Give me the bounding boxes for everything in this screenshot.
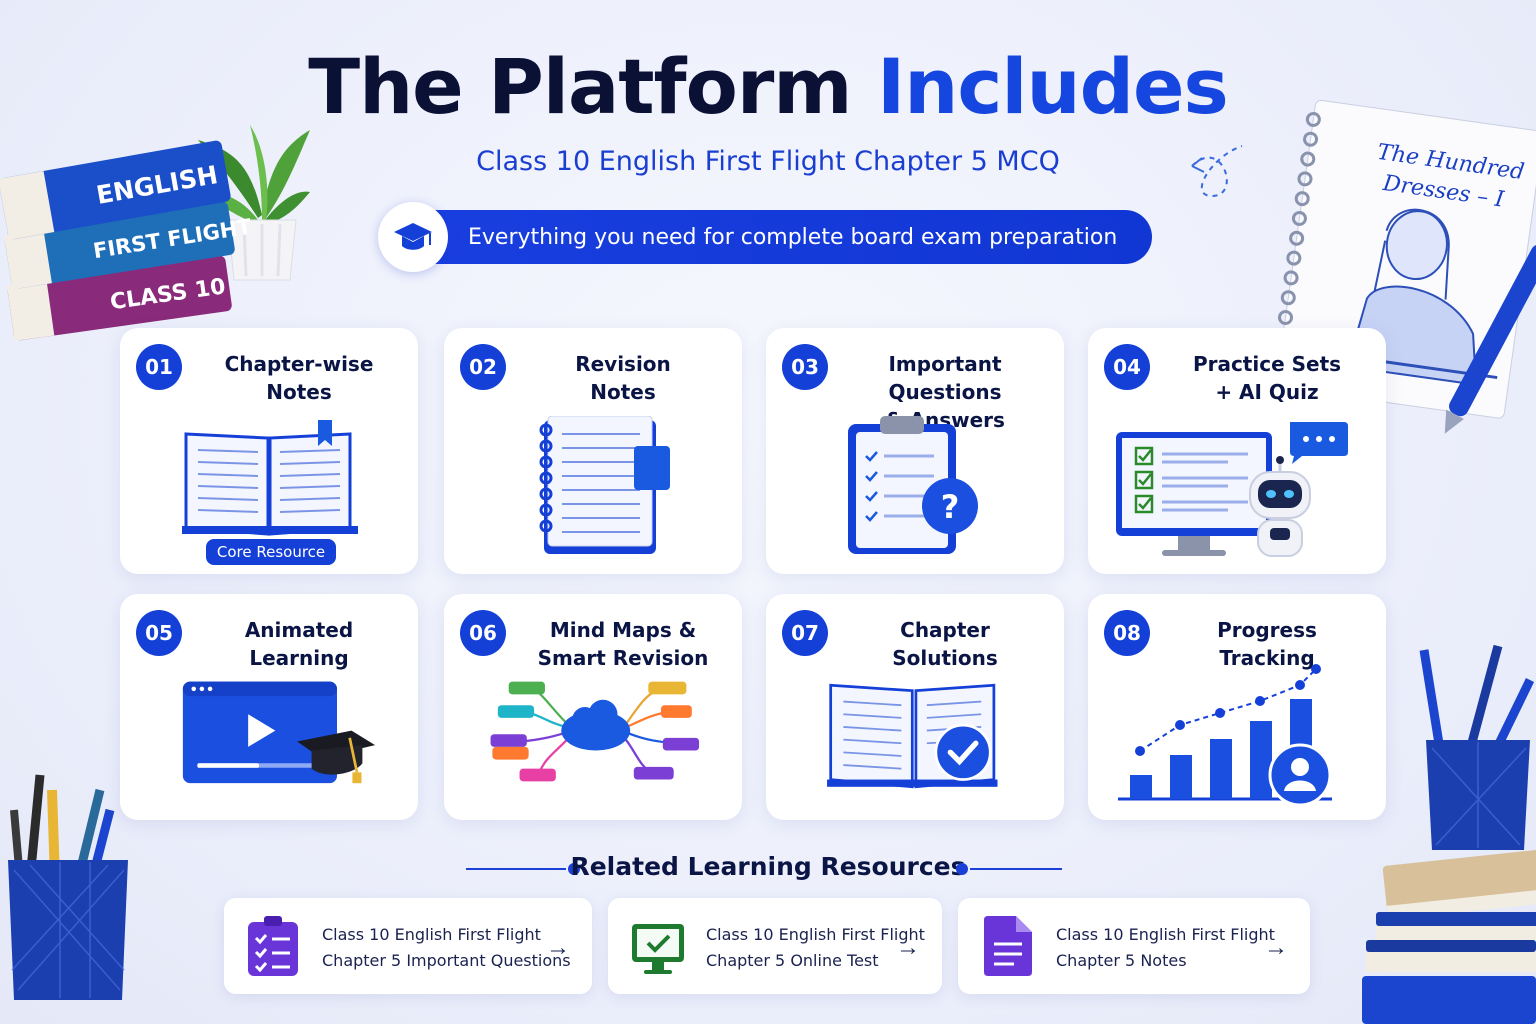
clipboard-question-icon: ? [848,416,978,554]
pencil-cup-right [1419,644,1535,850]
page-subtitle: Class 10 English First Flight Chapter 5 … [476,146,1060,177]
related-section-title: Related Learning Resources [570,852,966,881]
card-number: 03 [782,344,828,390]
divider-dot-right [956,863,968,875]
card-title: Practice Sets+ AI Quiz [1192,352,1342,404]
notebook-icon [539,416,670,554]
robot-monitor-icon [1116,422,1348,557]
divider-left [466,868,566,870]
core-resource-badge: Core Resource [206,539,336,565]
monitor-check-icon [632,924,684,974]
feature-card-mind-maps[interactable]: 06 Mind Maps &Smart Revision [444,594,742,820]
card-number: 05 [136,610,182,656]
page-title: The Platform Includes [0,42,1536,131]
feature-card-important-questions[interactable]: 03 Important Questions& Answers ? [766,328,1064,574]
stacked-books-illustration: CLASS 10 FIRST FLIGHT ENGLISH [0,125,310,342]
book-stack-right [1362,849,1536,1024]
card-number: 01 [136,344,182,390]
tagline-banner: Everything you need for complete board e… [378,202,1152,272]
graduation-cap-icon [378,202,448,272]
document-icon [984,916,1032,976]
card-number: 04 [1104,344,1150,390]
pencil-cup-left [8,774,128,1000]
growth-chart-icon [1118,664,1332,807]
feature-card-practice-sets[interactable]: 04 Practice Sets+ AI Quiz [1088,328,1386,574]
title-part2: Includes [876,42,1229,131]
title-part1: The Platform [308,42,852,131]
card-number: 07 [782,610,828,656]
mind-map-icon [490,681,700,782]
arrow-right-icon: → [896,934,920,961]
svg-text:?: ? [941,488,960,526]
book-check-icon [827,683,998,789]
card-number: 06 [460,610,506,656]
banner-text: Everything you need for complete board e… [468,224,1118,250]
divider-right [970,868,1062,870]
pen-icon [1444,244,1536,434]
card-number: 02 [460,344,506,390]
video-player-icon [182,681,376,784]
divider-dot-left [568,863,580,875]
arrow-right-icon: → [1264,934,1288,961]
card-title: Mind Maps &Smart Revision [537,618,709,670]
card-number: 08 [1104,610,1150,656]
open-book-icon [182,420,358,536]
arrow-right-icon: → [546,934,570,961]
checklist-clipboard-icon [248,916,298,976]
plant-icon [195,125,310,281]
